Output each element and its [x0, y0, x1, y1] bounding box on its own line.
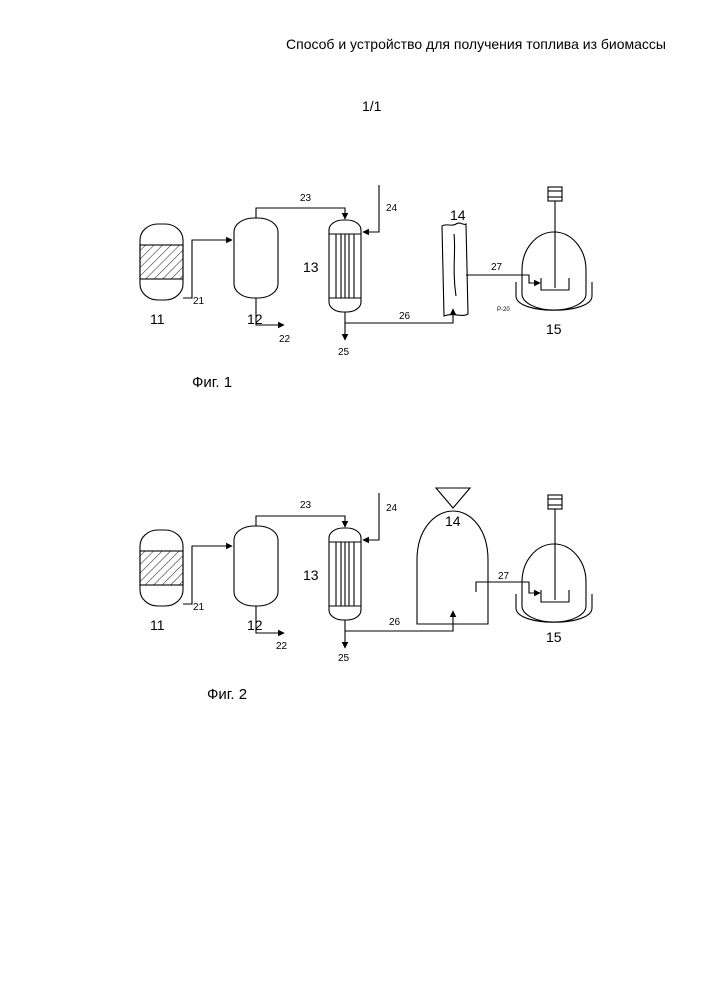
label-15: 15 — [546, 629, 562, 645]
label-26: 26 — [399, 311, 411, 322]
heat-exchanger-13 — [329, 528, 361, 620]
label-22: 22 — [276, 641, 288, 652]
figure-2-caption: Фиг. 2 — [207, 686, 247, 703]
vessel-12 — [234, 526, 278, 606]
silo-14 — [417, 488, 488, 624]
label-24: 24 — [386, 203, 398, 214]
feed-hopper — [436, 488, 470, 508]
label-14: 14 — [450, 207, 466, 223]
column-14 — [442, 223, 468, 316]
label-23: 23 — [300, 193, 312, 204]
vessel-11 — [140, 530, 183, 606]
figure-1-caption: Фиг. 1 — [192, 374, 232, 391]
label-13: 13 — [303, 259, 319, 275]
vessel-12 — [234, 218, 278, 298]
label-12: 12 — [247, 311, 263, 327]
label-27: 27 — [491, 262, 503, 273]
label-22: 22 — [279, 334, 291, 345]
stream-27 — [466, 275, 540, 283]
vessel-11 — [140, 224, 183, 300]
label-26: 26 — [389, 617, 401, 628]
stream-21 — [183, 546, 232, 604]
label-21: 21 — [193, 296, 205, 307]
stream-24 — [363, 185, 379, 232]
label-24: 24 — [386, 503, 398, 514]
label-p20: P-20 — [497, 307, 510, 313]
label-25: 25 — [338, 347, 350, 358]
label-27: 27 — [498, 571, 510, 582]
figure-2: 11 12 13 14 15 21 22 23 24 25 26 27 — [140, 488, 592, 664]
heat-exchanger-13 — [329, 220, 361, 312]
label-13: 13 — [303, 567, 319, 583]
stream-23 — [256, 516, 345, 527]
stream-23 — [256, 208, 345, 219]
label-11: 11 — [150, 311, 165, 327]
label-12: 12 — [247, 617, 263, 633]
figure-1: 11 12 13 14 15 21 22 23 24 25 26 27 P-20 — [140, 185, 592, 358]
label-21: 21 — [193, 602, 205, 613]
stream-24 — [363, 493, 379, 540]
label-11: 11 — [150, 617, 165, 633]
label-15: 15 — [546, 321, 562, 337]
reactor-15 — [516, 495, 592, 622]
label-23: 23 — [300, 500, 312, 511]
label-14: 14 — [445, 513, 461, 529]
reactor-15 — [516, 187, 592, 310]
stream-21 — [183, 240, 232, 298]
label-25: 25 — [338, 653, 350, 664]
